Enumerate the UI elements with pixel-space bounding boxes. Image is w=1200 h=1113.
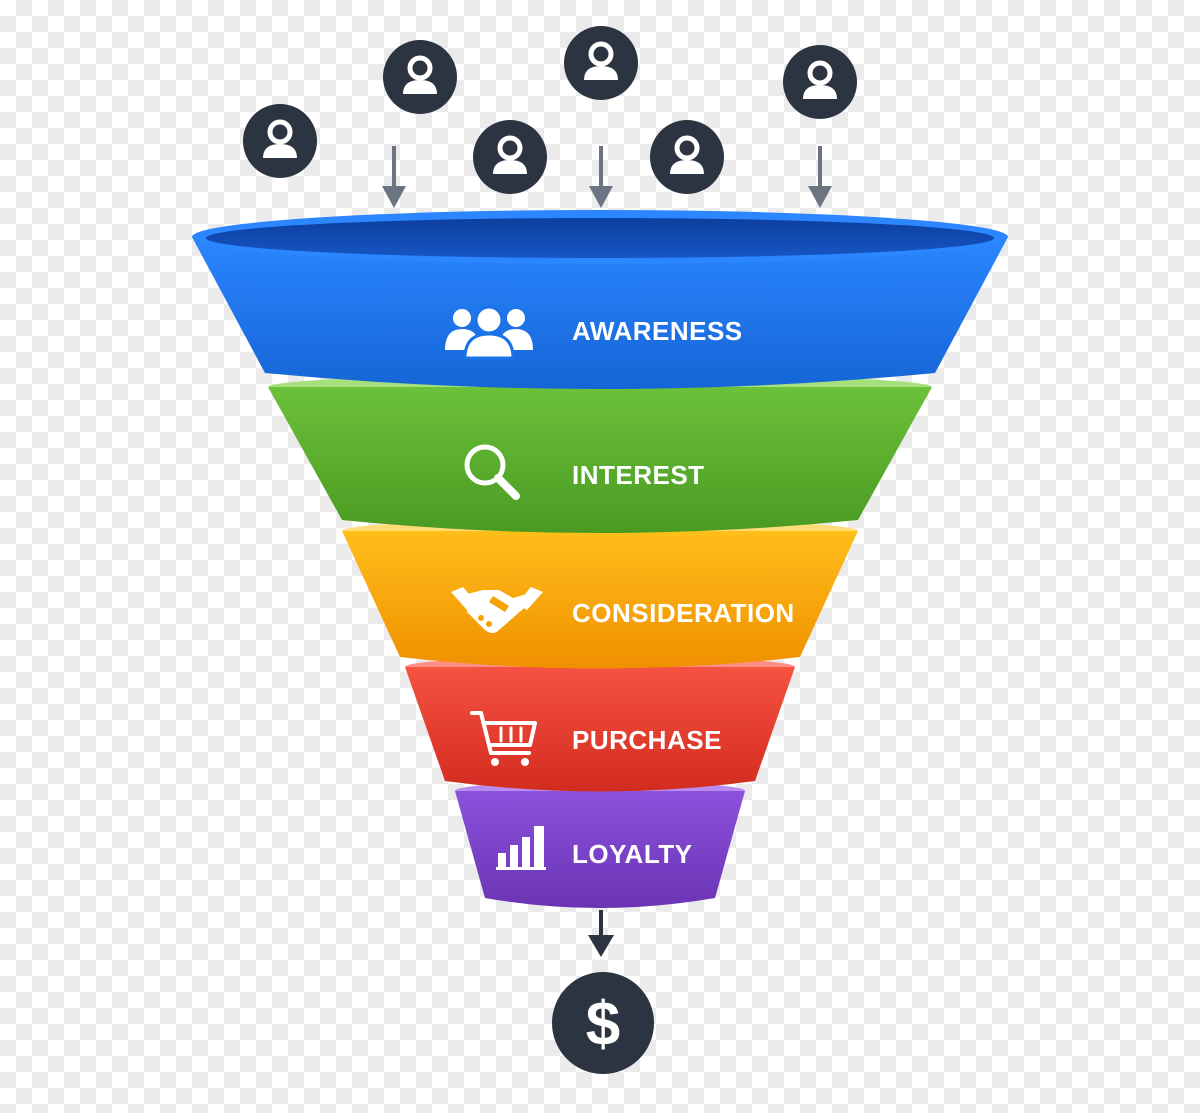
stage-label-loyalty: LOYALTY (572, 839, 693, 869)
arrow-down-icon (589, 146, 613, 208)
person-icon (783, 45, 857, 119)
stage-label-consideration: CONSIDERATION (572, 598, 795, 628)
output-arrow (588, 910, 614, 957)
shopping-cart-icon (470, 711, 537, 766)
bar-chart-icon (496, 826, 546, 870)
arrow-down-icon (382, 146, 406, 208)
funnel-stage-loyalty: LOYALTY (455, 781, 745, 908)
funnel: LOYALTY PURCHASE (192, 210, 1008, 908)
incoming-arrows (382, 146, 832, 208)
person-icon (473, 120, 547, 194)
arrow-down-icon (808, 146, 832, 208)
funnel-stage-interest: INTEREST (268, 374, 932, 533)
funnel-stage-consideration: CONSIDERATION (342, 519, 858, 669)
dollar-glyph: $ (586, 990, 620, 1059)
funnel-stage-awareness: AWARENESS (192, 210, 1008, 389)
funnel-stage-purchase: PURCHASE (405, 656, 795, 792)
stage-label-purchase: PURCHASE (572, 725, 722, 755)
handshake-icon (451, 587, 543, 633)
person-icon (650, 120, 724, 194)
magnifier-icon (464, 444, 520, 500)
stage-label-interest: INTEREST (572, 460, 705, 490)
person-icon (383, 40, 457, 114)
arrow-down-icon (588, 910, 614, 957)
person-icon (564, 26, 638, 100)
person-icon (243, 104, 317, 178)
stage-label-awareness: AWARENESS (572, 316, 743, 346)
dollar-icon: $ (552, 972, 654, 1074)
incoming-customers (243, 26, 857, 194)
people-group-icon (445, 305, 533, 360)
